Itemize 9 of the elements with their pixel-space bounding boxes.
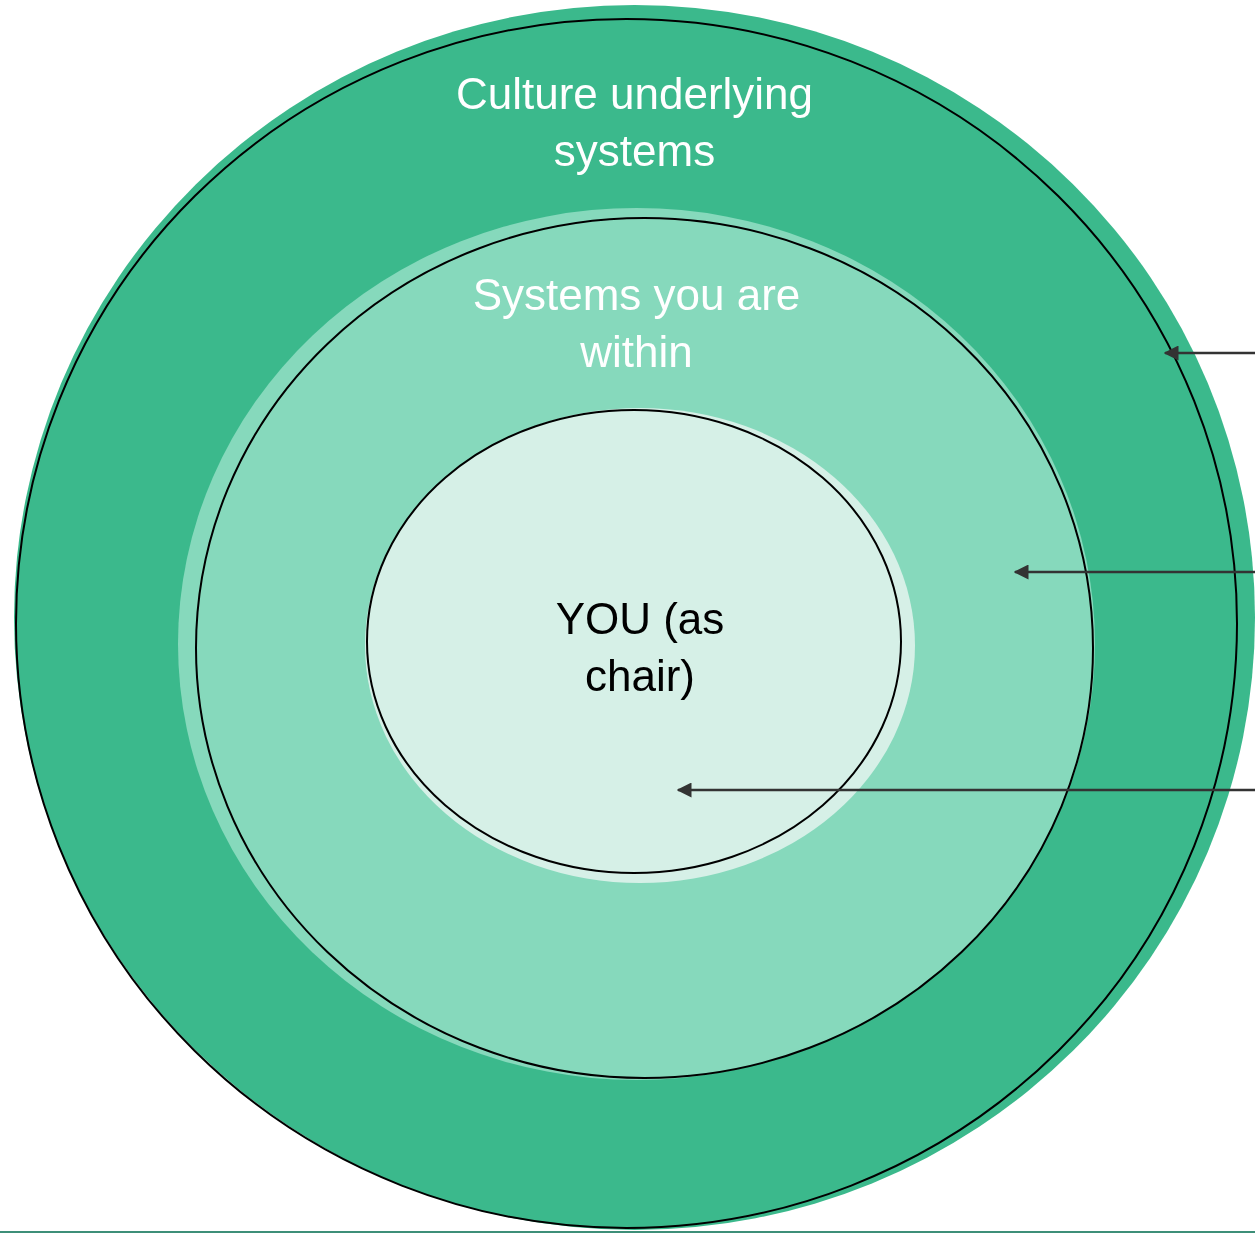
arrow [1163,345,1255,361]
arrow [1013,564,1255,580]
circle-region [365,408,915,883]
circle-region [14,5,1255,1230]
center-label: YOU (as chair) [554,593,726,703]
ring-label: Systems you are within [471,269,802,379]
circle-region [178,208,1095,1080]
arrow [676,782,1255,798]
ring-label: Culture underlying systems [454,68,815,178]
